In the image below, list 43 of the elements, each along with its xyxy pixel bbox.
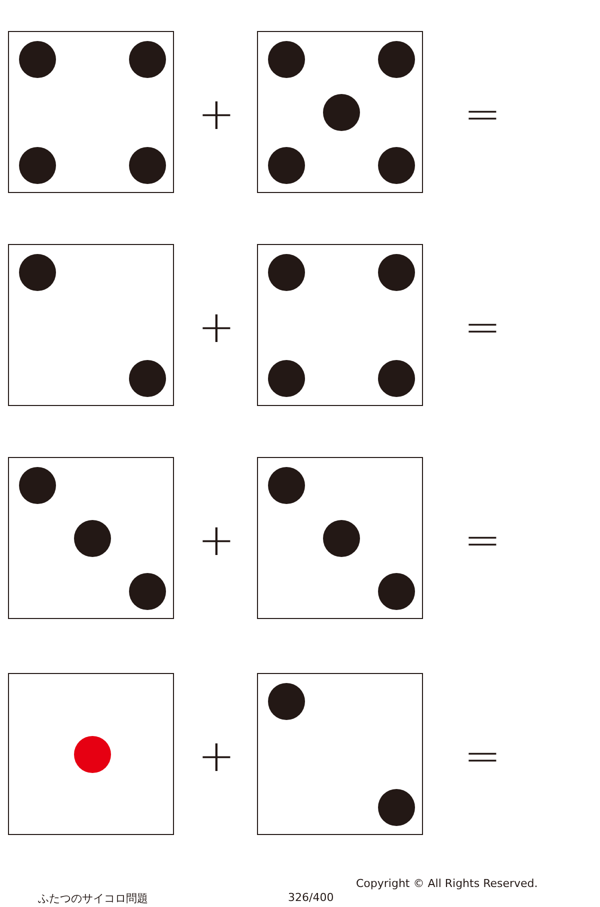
plus-sign: + bbox=[198, 93, 235, 137]
pip-dot bbox=[378, 789, 415, 826]
pip-dot bbox=[323, 94, 360, 131]
pip-dot bbox=[378, 360, 415, 397]
pip-dot bbox=[74, 736, 111, 773]
equals-sign: = bbox=[464, 306, 501, 350]
pip-dot bbox=[129, 360, 166, 397]
equals-sign: = bbox=[464, 735, 501, 779]
pip-dot bbox=[268, 254, 305, 291]
plus-sign: + bbox=[198, 306, 235, 350]
pip-dot bbox=[19, 467, 56, 504]
copyright-notice: Copyright © All Rights Reserved. bbox=[356, 877, 538, 890]
pip-dot bbox=[268, 683, 305, 720]
pip-dot bbox=[323, 520, 360, 557]
pip-dot bbox=[129, 573, 166, 610]
pip-dot bbox=[129, 147, 166, 184]
pip-dot bbox=[19, 147, 56, 184]
pip-dot bbox=[378, 573, 415, 610]
pip-dot bbox=[378, 41, 415, 78]
die-face bbox=[257, 31, 423, 193]
pip-dot bbox=[19, 41, 56, 78]
page-number: 326/400 bbox=[288, 891, 334, 904]
pip-dot bbox=[268, 147, 305, 184]
pip-dot bbox=[378, 147, 415, 184]
die-face bbox=[8, 244, 174, 406]
pip-dot bbox=[378, 254, 415, 291]
equals-sign: = bbox=[464, 519, 501, 563]
pip-dot bbox=[268, 467, 305, 504]
die-face bbox=[257, 244, 423, 406]
pip-dot bbox=[74, 520, 111, 557]
plus-sign: + bbox=[198, 735, 235, 779]
pip-dot bbox=[129, 41, 166, 78]
plus-sign: + bbox=[198, 519, 235, 563]
pip-dot bbox=[19, 254, 56, 291]
die-face bbox=[257, 673, 423, 835]
die-face bbox=[8, 673, 174, 835]
pip-dot bbox=[268, 41, 305, 78]
worksheet-title: ふたつのサイコロ問題 bbox=[38, 891, 148, 906]
die-face bbox=[257, 457, 423, 619]
equals-sign: = bbox=[464, 93, 501, 137]
pip-dot bbox=[268, 360, 305, 397]
die-face bbox=[8, 31, 174, 193]
die-face bbox=[8, 457, 174, 619]
